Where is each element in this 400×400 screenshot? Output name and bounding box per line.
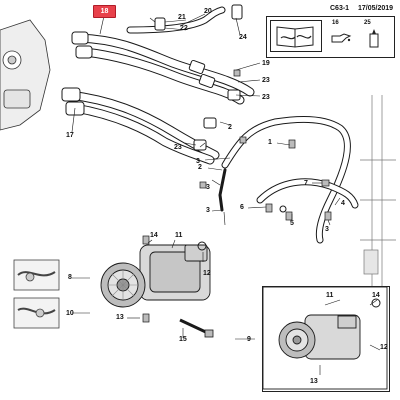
compressor-main	[100, 244, 211, 308]
callout-3-right: 3	[325, 226, 329, 233]
ref-25: 25	[364, 20, 371, 26]
hose-fittings	[61, 4, 243, 151]
callout-14-detail: 14	[372, 292, 380, 299]
detail-compressor	[262, 286, 388, 390]
callout-5: 5	[290, 220, 294, 227]
callout-3-mid: 3	[206, 184, 210, 191]
oil-can-icon	[330, 30, 352, 51]
callout-13-detail: 13	[310, 378, 318, 385]
callout-7: 7	[304, 180, 308, 187]
callout-24: 24	[239, 34, 247, 41]
condenser-pipe	[218, 116, 359, 244]
sealant-tube-icon	[366, 28, 382, 55]
compressor-detail-box	[262, 286, 390, 392]
callout-3-lower: 3	[206, 207, 210, 214]
callout-3-upper: 3	[196, 158, 200, 165]
inset-detail-8	[13, 259, 60, 291]
callout-11-detail: 11	[326, 292, 334, 299]
callout-8: 8	[68, 274, 72, 281]
callout-4: 4	[341, 200, 345, 207]
callout-10: 10	[66, 310, 74, 317]
inset-detail-10	[13, 297, 60, 329]
callout-1: 1	[268, 139, 272, 146]
leader-lines	[71, 13, 381, 375]
small-bolts	[142, 69, 332, 323]
diagram-date: 17/05/2019	[358, 5, 394, 12]
callout-2-lower: 2	[198, 164, 202, 171]
callout-14-main: 14	[150, 232, 158, 239]
callout-11-main: 11	[175, 232, 183, 239]
callout-15: 15	[179, 336, 187, 343]
bolt-15	[179, 318, 214, 338]
ref-16: 16	[332, 20, 339, 26]
diagram-code: C63-1	[330, 5, 350, 12]
lower-hose-assembly	[65, 90, 220, 165]
callout-12-detail: 12	[380, 344, 388, 351]
callout-21: 21	[178, 14, 186, 21]
callout-6: 6	[240, 204, 244, 211]
highlighted-part-18: 18	[93, 5, 116, 18]
o-rings	[197, 205, 381, 308]
callout-13-main: 13	[116, 314, 124, 321]
callout-23-upper: 23	[262, 77, 270, 84]
upper-hose-assembly	[75, 6, 255, 105]
callout-9: 9	[247, 336, 251, 343]
callout-12-main: 12	[203, 270, 211, 277]
callout-19: 19	[262, 60, 270, 67]
callout-20: 20	[204, 8, 212, 15]
callout-23-lower: 23	[174, 144, 182, 151]
callout-22: 22	[180, 25, 188, 32]
engine-block	[0, 19, 51, 131]
condenser-frame	[360, 95, 396, 290]
callout-17: 17	[66, 132, 74, 139]
manual-book-icon	[270, 20, 322, 52]
callout-2-upper: 2	[228, 124, 232, 131]
callout-23-mid: 23	[262, 94, 270, 101]
